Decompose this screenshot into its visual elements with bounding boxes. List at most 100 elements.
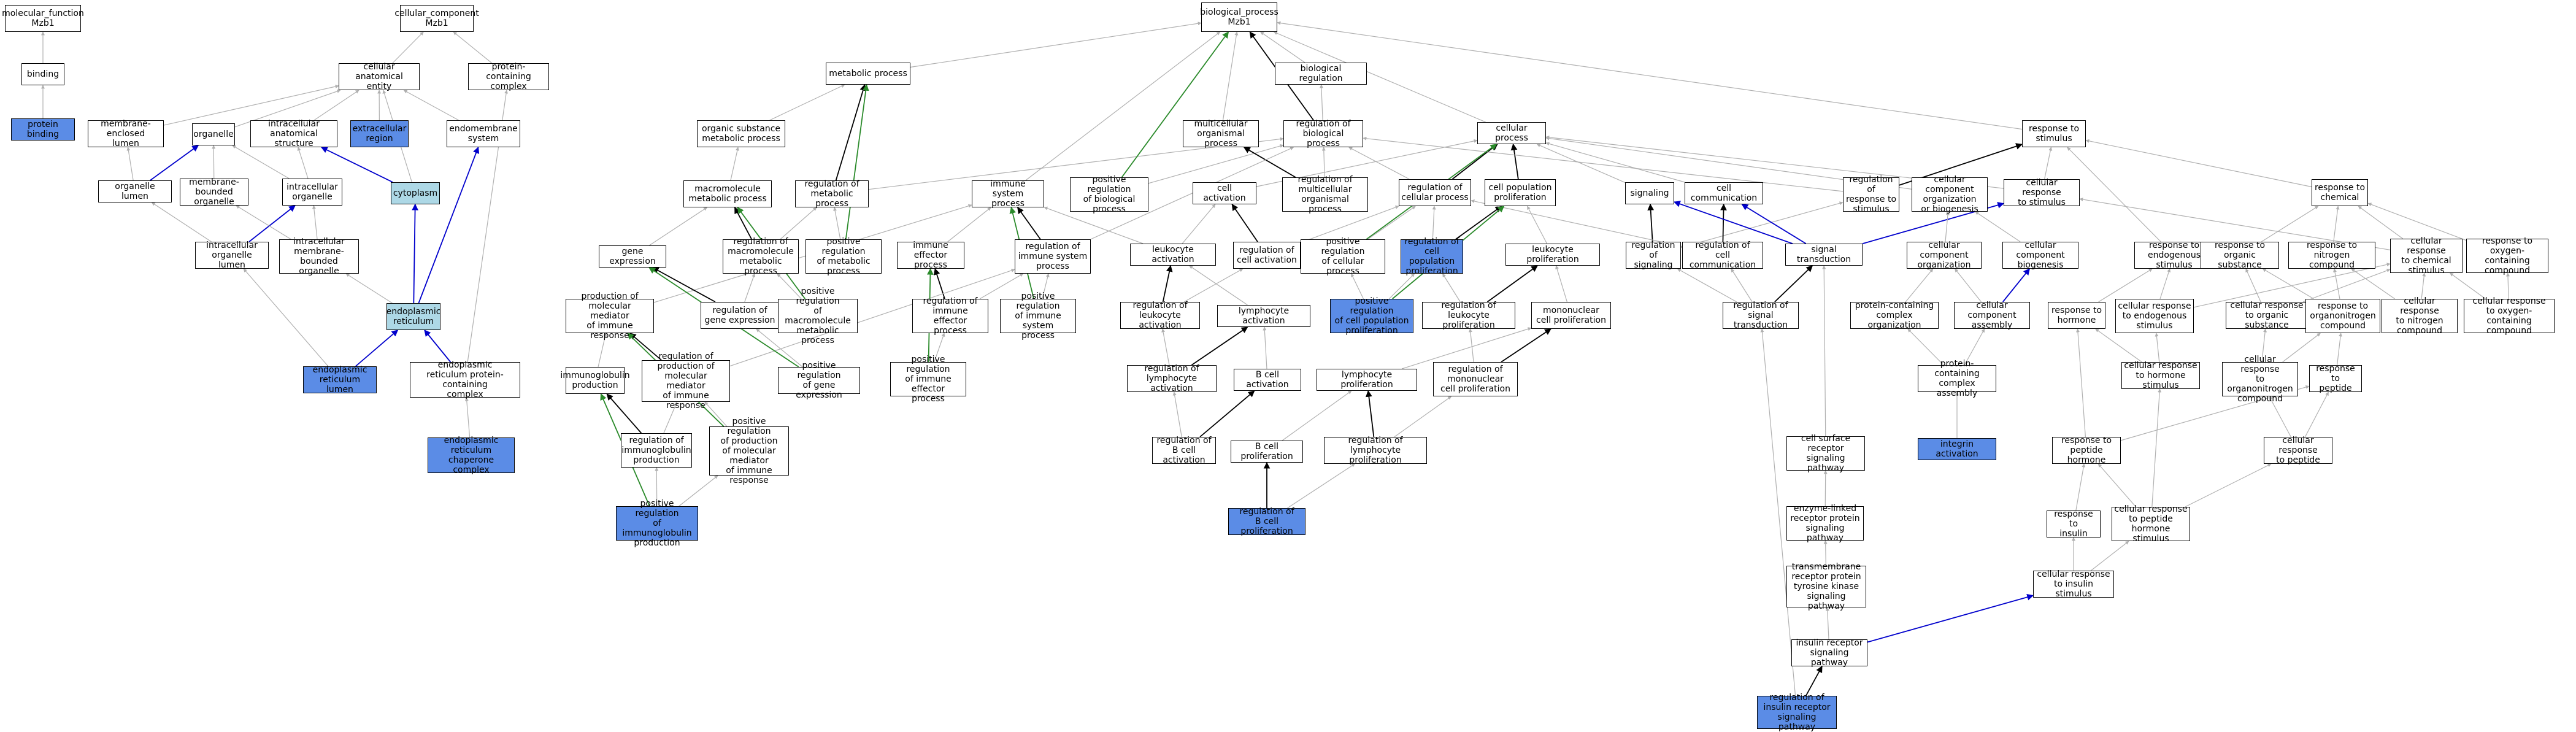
go-term-node-lymph-prolif[interactable]: lymphocyte proliferation: [1317, 369, 1417, 391]
go-term-node-leuk-prolif[interactable]: leukocyte proliferation: [1505, 244, 1600, 266]
go-term-node-reglp[interactable]: regulation of leukocyte proliferation: [1422, 302, 1515, 329]
go-term-node-crts[interactable]: cellular response to stimulus: [2004, 179, 2080, 206]
go-term-node-binding[interactable]: binding: [21, 63, 64, 85]
go-term-node-rtonc[interactable]: response to organonitrogen compound: [2305, 299, 2380, 333]
go-term-node-prcp[interactable]: positive regulation of cellular process: [1301, 239, 1385, 274]
go-term-node-ccassembly[interactable]: cellular component assembly: [1954, 302, 2030, 329]
go-term-node-mono-prolif[interactable]: mononuclear cell proliferation: [1531, 302, 1611, 329]
go-term-node-pcc[interactable]: protein-containing complex: [468, 63, 549, 90]
go-term-node-reggene[interactable]: regulation of gene expression: [701, 302, 779, 329]
go-term-node-osmp[interactable]: organic substance metabolic process: [697, 120, 785, 147]
go-term-node-bcell-prolif[interactable]: B cell proliferation: [1231, 441, 1303, 463]
go-term-node-comm[interactable]: cell communication: [1685, 182, 1763, 204]
go-term-node-mel[interactable]: membrane-enclosed lumen: [88, 120, 164, 147]
go-term-node-regmmp[interactable]: regulation of macromolecule metabolic pr…: [723, 239, 799, 274]
go-term-node-regsig[interactable]: regulation of signaling: [1626, 242, 1681, 269]
go-term-node-rtph[interactable]: response to peptide hormone: [2052, 437, 2121, 464]
go-term-node-regisp[interactable]: regulation of immune system process: [1015, 239, 1091, 274]
go-term-node-lymph-act[interactable]: lymphocyte activation: [1217, 305, 1310, 327]
go-term-node-regcp[interactable]: regulation of cellular process: [1399, 179, 1471, 206]
go-term-node-bp[interactable]: biological_process Mzb1: [1201, 2, 1277, 32]
go-term-node-rtnc[interactable]: response to nitrogen compound: [2288, 242, 2375, 269]
go-term-node-regbp[interactable]: regulation of biological process: [1283, 120, 1363, 147]
go-term-node-cco[interactable]: cellular component organization: [1907, 242, 1982, 269]
go-term-node-prgene[interactable]: positive regulation of gene expression: [778, 367, 860, 394]
go-term-node-regmp[interactable]: regulation of metabolic process: [795, 180, 869, 207]
go-term-node-prcpp[interactable]: positive regulation of cell population p…: [1330, 299, 1413, 333]
go-term-node-reglymphp[interactable]: regulation of lymphocyte proliferation: [1324, 437, 1427, 464]
go-term-node-prisp[interactable]: positive regulation of immune system pro…: [1000, 299, 1076, 333]
go-term-node-prbp[interactable]: positive regulation of biological proces…: [1070, 177, 1148, 212]
go-term-node-regcpp[interactable]: regulation of cell population proliferat…: [1401, 239, 1463, 274]
go-term-node-reg-rts[interactable]: regulation of response to stimulus: [1843, 177, 1899, 212]
go-term-node-metabolic[interactable]: metabolic process: [826, 63, 910, 85]
go-term-node-io[interactable]: intracellular organelle: [282, 179, 342, 206]
go-term-node-regmono[interactable]: regulation of mononuclear cell prolifera…: [1433, 362, 1518, 396]
go-term-node-pmmi[interactable]: production of molecular mediator of immu…: [566, 299, 654, 333]
go-term-node-regcomm[interactable]: regulation of cell communication: [1682, 242, 1763, 269]
go-term-node-crtes[interactable]: cellular response to endogenous stimulus: [2115, 299, 2194, 333]
go-term-node-prmp[interactable]: positive regulation of metabolic process: [805, 239, 882, 274]
go-term-node-iep[interactable]: immune effector process: [897, 242, 964, 269]
go-term-node-cell-activation[interactable]: cell activation: [1193, 182, 1256, 204]
go-term-node-regla[interactable]: regulation of leukocyte activation: [1120, 302, 1200, 329]
go-term-node-endomembrane[interactable]: endomembrane system: [447, 120, 520, 147]
go-term-node-rtinsulin[interactable]: response to insulin: [2047, 510, 2101, 537]
go-term-node-crtphs[interactable]: cellular response to peptide hormone sti…: [2112, 507, 2190, 541]
go-term-node-gene-expression[interactable]: gene expression: [599, 245, 666, 268]
go-term-node-prpmmi[interactable]: positive regulation of production of mol…: [709, 426, 789, 476]
go-term-node-crtinsulin[interactable]: cellular response to insulin stimulus: [2033, 571, 2114, 598]
go-term-node-cytoplasm[interactable]: cytoplasm: [391, 182, 440, 204]
go-term-node-ias[interactable]: intracellular anatomical structure: [250, 120, 337, 147]
go-term-node-er-lumen[interactable]: endoplasmic reticulum lumen: [303, 366, 377, 393]
go-term-node-mf[interactable]: molecular_function Mzb1: [5, 5, 81, 32]
go-term-node-crtocc[interactable]: cellular response to oxygen-containing c…: [2464, 299, 2555, 333]
go-term-node-crtpep[interactable]: cellular response to peptide: [2264, 437, 2332, 464]
go-term-node-pccorg[interactable]: protein-containing complex organization: [1850, 302, 1939, 329]
go-term-node-mmp[interactable]: macromolecule metabolic process: [683, 180, 772, 207]
go-term-node-iol[interactable]: intracellular organelle lumen: [195, 242, 269, 269]
go-term-node-rtchem[interactable]: response to chemical: [2312, 179, 2368, 206]
go-term-node-rts[interactable]: response to stimulus: [2022, 120, 2086, 147]
go-term-node-er[interactable]: endoplasmic reticulum: [386, 303, 440, 330]
go-term-node-ccob[interactable]: cellular component organization or bioge…: [1912, 177, 1988, 212]
go-term-node-regst[interactable]: regulation of signal transduction: [1723, 302, 1799, 329]
go-term-node-priig[interactable]: positive regulation of immunoglobulin pr…: [616, 506, 698, 541]
go-term-node-elrpsp[interactable]: enzyme-linked receptor protein signaling…: [1786, 506, 1864, 541]
go-term-node-isp[interactable]: immune system process: [972, 180, 1044, 207]
go-term-node-integrin[interactable]: integrin activation: [1918, 438, 1996, 460]
go-term-node-extracellular[interactable]: extracellular region: [350, 120, 409, 147]
go-term-node-regmop[interactable]: regulation of multicellular organismal p…: [1282, 177, 1368, 212]
go-term-node-priep[interactable]: positive regulation of immune effector p…: [890, 362, 966, 396]
go-term-node-prmmp[interactable]: positive regulation of macromolecule met…: [778, 299, 858, 333]
go-term-node-sigtrans[interactable]: signal transduction: [1785, 244, 1863, 266]
go-term-node-crtonc[interactable]: cellular response to organonitrogen comp…: [2222, 362, 2298, 396]
go-term-node-crths[interactable]: cellular response to hormone stimulus: [2121, 362, 2200, 389]
go-term-node-cpp[interactable]: cell population proliferation: [1485, 179, 1556, 206]
go-term-node-erpcc[interactable]: endoplasmic reticulum protein-containing…: [410, 362, 520, 398]
go-term-node-cellular-process[interactable]: cellular process: [1477, 122, 1546, 144]
go-term-node-cc[interactable]: cellular_component Mzb1: [400, 5, 474, 32]
go-term-node-crtnc[interactable]: cellular response to nitrogen compound: [2382, 299, 2458, 333]
go-term-node-reglymph[interactable]: regulation of lymphocyte activation: [1127, 365, 1217, 392]
go-term-node-crtchem[interactable]: cellular response to chemical stimulus: [2390, 239, 2463, 273]
go-term-node-pccassembly[interactable]: protein-containing complex assembly: [1918, 365, 1996, 392]
go-term-node-rtpep[interactable]: response to peptide: [2309, 365, 2362, 392]
go-term-node-csrsp[interactable]: cell surface receptor signaling pathway: [1786, 436, 1865, 471]
go-term-node-isp-path[interactable]: insulin receptor signaling pathway: [1791, 639, 1867, 666]
go-term-node-regig[interactable]: regulation of immunoglobulin production: [621, 433, 692, 468]
go-term-node-erchap[interactable]: endoplasmic reticulum chaperone complex: [428, 437, 515, 473]
go-term-node-regca[interactable]: regulation of cell activation: [1233, 242, 1301, 269]
go-term-node-leuk-act[interactable]: leukocyte activation: [1130, 244, 1216, 266]
go-term-node-regpmmi[interactable]: regulation of production of molecular me…: [642, 360, 730, 402]
go-term-node-mbo[interactable]: membrane-bounded organelle: [180, 179, 248, 206]
go-term-node-mop[interactable]: multicellular organismal process: [1183, 120, 1259, 147]
go-term-node-cae[interactable]: cellular anatomical entity: [339, 63, 420, 90]
go-term-node-regisp-path[interactable]: regulation of insulin receptor signaling…: [1757, 696, 1837, 729]
go-term-node-bcell-act[interactable]: B cell activation: [1234, 369, 1301, 391]
go-term-node-breg[interactable]: biological regulation: [1275, 63, 1367, 85]
go-term-node-regiep[interactable]: regulation of immune effector process: [912, 299, 988, 333]
go-term-node-regbcp[interactable]: regulation of B cell proliferation: [1228, 508, 1305, 535]
go-term-node-crtos[interactable]: cellular response to organic substance: [2226, 302, 2308, 329]
go-term-node-trptk[interactable]: transmembrane receptor protein tyrosine …: [1786, 566, 1866, 607]
